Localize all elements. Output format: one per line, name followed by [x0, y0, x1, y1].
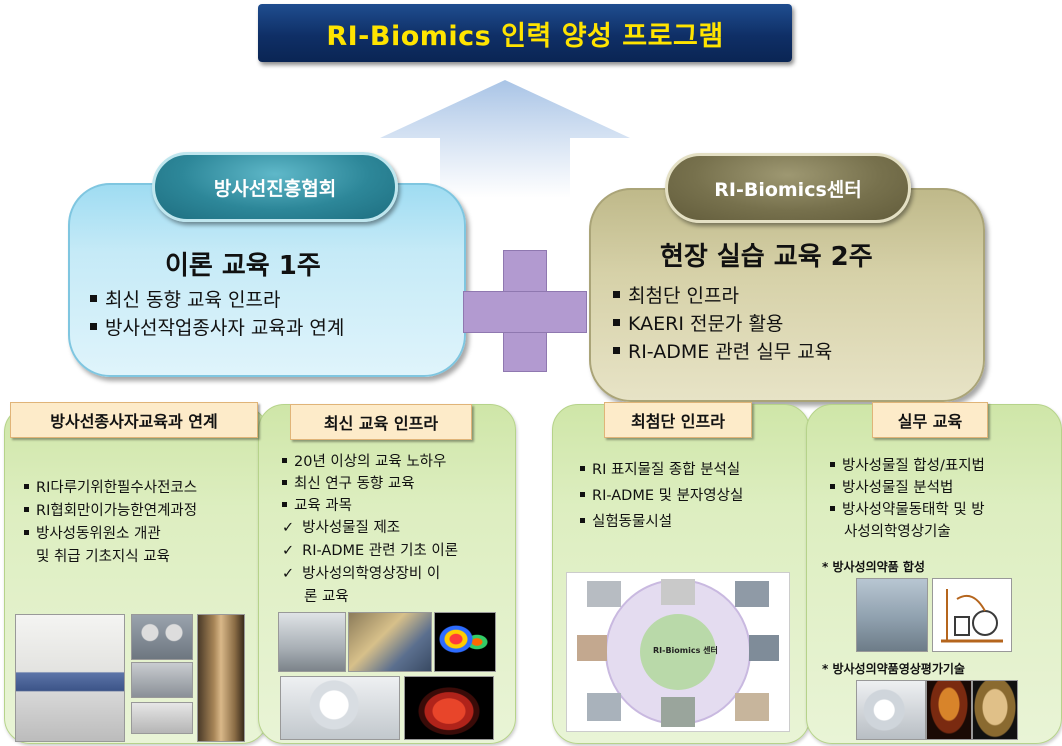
bullet-icon: [282, 457, 287, 463]
list-item: 방사성물질 분석법: [830, 478, 953, 499]
bullet-icon: [580, 517, 585, 523]
skull-scan-photo: [972, 680, 1018, 740]
flask-icon: [941, 589, 1003, 643]
lab-equipment-photo: [348, 612, 432, 672]
imaging-scan-photo: [926, 680, 972, 740]
bullet-icon: [613, 319, 620, 326]
practice-heading: 현장 실습 교육 2주: [660, 242, 873, 272]
equipment-photo: [278, 612, 346, 672]
practice-education-box: [589, 188, 985, 402]
list-item: RI-ADME 및 분자영상실: [580, 486, 743, 507]
page-title: RI-Biomics 인력 양성 프로그램: [326, 20, 724, 52]
hotcell-photo: [856, 578, 928, 652]
bullet-icon: [24, 506, 29, 512]
list-item: 실험동물시설: [580, 512, 672, 533]
facility-figure: RI-Biomics 센터: [566, 572, 790, 732]
facility-ring-diagram: [577, 579, 779, 727]
list-item: 방사성약물동태학 및 방: [830, 500, 985, 521]
up-arrow-icon: [380, 80, 630, 198]
caption-synthesis: * 방사성의약품 합성: [822, 560, 925, 574]
list-item: RI협회만이가능한연계과정: [24, 501, 197, 522]
bullet-icon: [90, 295, 97, 302]
left-org-label: 방사선진흥협회: [213, 177, 337, 200]
theory-item: 방사선작업종사자 교육과 연계: [90, 314, 344, 342]
panel-label: 실무 교육: [872, 402, 988, 438]
right-org-label: RI-Biomics센터: [714, 178, 862, 201]
lead-block-photo: [131, 614, 193, 660]
shield-block-photo: [131, 662, 193, 698]
list-item: 방사성물질 합성/표지법: [830, 456, 985, 477]
scanner-photo: [280, 676, 400, 740]
check-icon: ✓: [282, 520, 295, 536]
body-scan-photo: [404, 676, 494, 740]
sub-item: ✓방사성의학영상장비 이: [282, 566, 441, 582]
list-item: 최신 연구 동향 교육: [282, 474, 415, 495]
practice-item: KAERI 전문가 활용: [613, 310, 783, 338]
list-item: 교육 과목: [282, 496, 352, 517]
rack-photo: [131, 702, 193, 734]
plus-icon-center: [504, 292, 544, 330]
sub-item: ✓RI-ADME 관련 기초 이론: [282, 543, 459, 559]
asterisk: *: [822, 662, 833, 676]
container-photo: [197, 614, 245, 742]
check-icon: ✓: [282, 566, 295, 582]
list-item: 방사성동위원소 개관: [24, 524, 161, 545]
figure-center-label: RI-Biomics 센터: [653, 646, 718, 655]
theory-heading: 이론 교육 1주: [165, 251, 321, 281]
practice-item: 최첨단 인프라: [613, 282, 739, 310]
list-item: RI다루기위한필수사전코스: [24, 478, 197, 499]
title-banner: RI-Biomics 인력 양성 프로그램: [258, 4, 792, 62]
lab-photo: [15, 614, 125, 742]
pet-scan-photo: [434, 612, 496, 672]
bullet-icon: [830, 461, 835, 467]
bullet-icon: [613, 347, 620, 354]
bullet-icon: [830, 505, 835, 511]
sub-item: ✓방사성물질 제조: [282, 520, 401, 536]
list-item-cont: 및 취급 기초지식 교육: [36, 549, 170, 565]
sub-item-cont: 론 교육: [304, 589, 349, 605]
list-item-cont: 사성의학영상기술: [844, 524, 951, 540]
theory-item: 최신 동향 교육 인프라: [90, 286, 280, 314]
left-org-badge: 방사선진흥협회: [152, 152, 398, 222]
panel-label: 방사선종사자교육과 연계: [10, 402, 258, 438]
panel-label: 최첨단 인프라: [604, 402, 752, 438]
bullet-icon: [580, 491, 585, 497]
bullet-icon: [830, 483, 835, 489]
panel-label: 최신 교육 인프라: [290, 404, 472, 440]
check-icon: ✓: [282, 543, 295, 559]
right-org-badge: RI-Biomics센터: [665, 153, 911, 223]
bullet-icon: [24, 529, 29, 535]
asterisk: *: [822, 560, 833, 574]
bullet-icon: [580, 465, 585, 471]
bullet-icon: [282, 501, 287, 507]
synthesis-apparatus-figure: [932, 578, 1012, 652]
practice-item: RI-ADME 관련 실무 교육: [613, 338, 832, 366]
imaging-scanner-photo: [856, 680, 926, 740]
list-item: 20년 이상의 교육 노하우: [282, 452, 446, 473]
caption-imaging: * 방사성의약품영상평가기술: [822, 662, 965, 676]
list-item: RI 표지물질 종합 분석실: [580, 460, 740, 481]
bullet-icon: [282, 479, 287, 485]
bullet-icon: [24, 483, 29, 489]
bullet-icon: [613, 291, 620, 298]
bullet-icon: [90, 323, 97, 330]
